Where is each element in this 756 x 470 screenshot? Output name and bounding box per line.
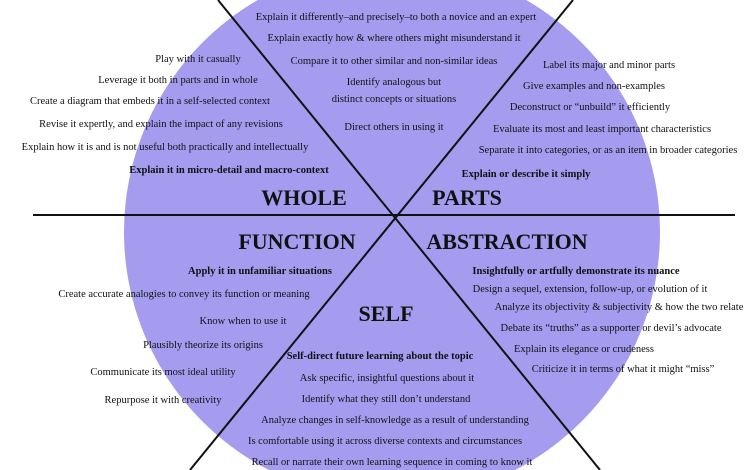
self-item: Recall or narrate their own learning seq… (252, 457, 533, 468)
function-section: FUNCTION Apply it in unfamiliar situatio… (58, 229, 355, 406)
abstraction-item: Criticize it in terms of what it might “… (532, 364, 715, 375)
top-item: Direct others in using it (344, 122, 443, 133)
self-item: Is comfortable using it across diverse c… (248, 436, 522, 447)
abstraction-item: Design a sequel, extension, follow-up, o… (473, 284, 708, 295)
whole-item: Play with it casually (155, 54, 241, 65)
parts-key-item: Explain or describe it simply (462, 169, 591, 180)
abstraction-key-item: Insightfully or artfully demonstrate its… (472, 266, 680, 277)
parts-section: Label its major and minor parts Give exa… (432, 60, 737, 210)
parts-title: PARTS (432, 185, 502, 210)
function-item: Know when to use it (200, 316, 287, 327)
self-key-item: Self-direct future learning about the to… (287, 351, 474, 362)
top-item: distinct concepts or situations (332, 94, 457, 105)
whole-item: Leverage it both in parts and in whole (98, 75, 258, 86)
parts-item: Evaluate its most and least important ch… (493, 124, 711, 135)
top-item: Explain it differently–and precisely–to … (256, 12, 537, 23)
self-section: SELF Self-direct future learning about t… (248, 301, 533, 468)
function-item: Plausibly theorize its origins (143, 340, 263, 351)
self-item: Identify what they still don’t understan… (302, 394, 471, 405)
whole-section: Play with it casually Leverage it both i… (22, 54, 347, 210)
top-section: Explain it differently–and precisely–to … (256, 12, 537, 133)
whole-title: WHOLE (261, 185, 347, 210)
function-key-item: Apply it in unfamiliar situations (188, 266, 332, 277)
whole-key-item: Explain it in micro-detail and macro-con… (129, 165, 329, 176)
background-circle (123, 0, 661, 470)
abstraction-title: ABSTRACTION (426, 229, 587, 254)
parts-item: Deconstruct or “unbuild” it efficiently (510, 102, 671, 113)
top-item: Compare it to other similar and non-simi… (291, 56, 498, 67)
self-title: SELF (358, 301, 413, 326)
abstraction-section: ABSTRACTION Insightfully or artfully dem… (426, 229, 743, 375)
function-item: Create accurate analogies to convey its … (58, 289, 310, 300)
abstraction-item: Explain its elegance or crudeness (514, 344, 654, 355)
parts-item: Label its major and minor parts (543, 60, 675, 71)
function-item: Communicate its most ideal utility (90, 367, 236, 378)
abstraction-item: Analyze its objectivity & subjectivity &… (495, 302, 744, 313)
self-item: Ask specific, insightful questions about… (300, 373, 474, 384)
top-item: Identify analogous but (347, 77, 442, 88)
top-item: Explain exactly how & where others might… (267, 33, 520, 44)
parts-item: Separate it into categories, or as an it… (479, 145, 738, 156)
function-item: Repurpose it with creativity (105, 395, 223, 406)
whole-item: Explain how it is and is not useful both… (22, 142, 309, 153)
whole-item: Create a diagram that embeds it in a sel… (30, 96, 270, 107)
self-item: Analyze changes in self-knowledge as a r… (261, 415, 529, 426)
diagonal-divider-2 (189, 0, 574, 470)
diagonal-divider-1 (217, 0, 601, 470)
whole-item: Revise it expertly, and explain the impa… (39, 119, 283, 130)
abstraction-item: Debate its “truths” as a supporter or de… (500, 323, 721, 334)
function-title: FUNCTION (238, 229, 355, 254)
parts-item: Give examples and non-examples (523, 81, 665, 92)
